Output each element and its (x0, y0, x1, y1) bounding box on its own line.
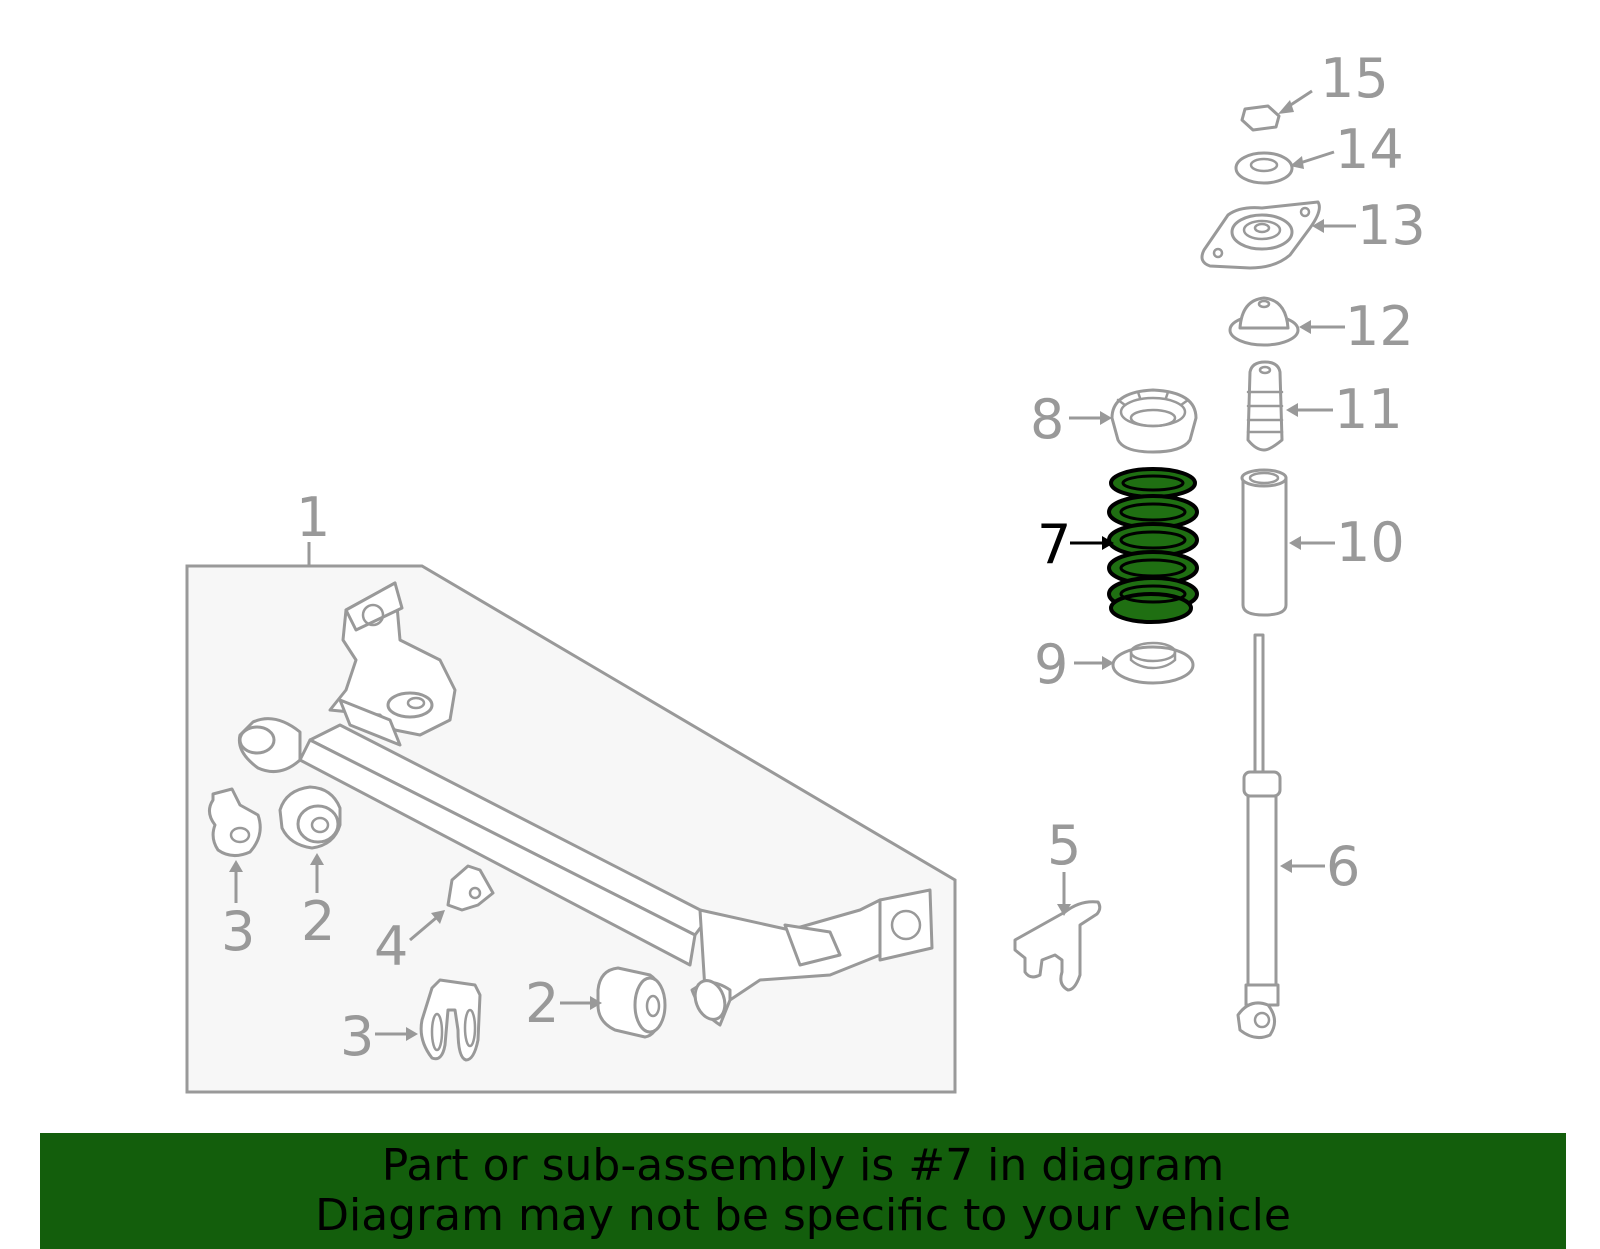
part-2-bushing-lower[interactable] (596, 966, 667, 1039)
part-5-bracket[interactable] (1013, 900, 1102, 992)
callout-2-lower[interactable]: 2 (525, 972, 559, 1035)
part-12-bump-cap[interactable] (1228, 296, 1300, 347)
callout-15[interactable]: 15 (1320, 47, 1389, 110)
part-3-bracket-upper[interactable] (208, 787, 262, 857)
leader-lines (229, 89, 1356, 1041)
part-4-bracket[interactable] (446, 864, 495, 912)
banner-line-1: Part or sub-assembly is #7 in diagram (381, 1140, 1225, 1191)
part-3-bracket-lower[interactable] (419, 978, 482, 1062)
callout-2-upper[interactable]: 2 (301, 890, 335, 953)
callout-3-upper[interactable]: 3 (221, 900, 255, 963)
part-11-bump-stop[interactable] (1246, 360, 1284, 452)
part-8-upper-spring-seat[interactable] (1110, 388, 1198, 454)
banner-line-2: Diagram may not be specific to your vehi… (315, 1190, 1291, 1241)
callout-9[interactable]: 9 (1034, 633, 1068, 696)
callout-10[interactable]: 10 (1336, 511, 1405, 574)
callout-7[interactable]: 7 (1037, 513, 1071, 576)
part-9-lower-spring-seat[interactable] (1111, 641, 1195, 685)
callout-14[interactable]: 14 (1335, 118, 1404, 181)
callout-13[interactable]: 13 (1357, 194, 1426, 257)
part-6-shock-absorber[interactable] (1236, 633, 1282, 1040)
part-10-dust-boot[interactable] (1240, 468, 1288, 617)
part-13-strut-mount[interactable] (1200, 200, 1321, 270)
callout-6[interactable]: 6 (1326, 835, 1360, 898)
rear-axle-beam[interactable] (237, 581, 934, 1027)
callout-4[interactable]: 4 (374, 915, 408, 978)
part-2-bushing-upper[interactable] (278, 785, 342, 850)
callout-5[interactable]: 5 (1047, 814, 1081, 877)
part-14-washer[interactable] (1234, 151, 1294, 185)
part-7-coil-spring[interactable] (1107, 467, 1199, 624)
callout-numbers: 1 2 2 3 3 4 5 6 7 8 9 10 11 12 13 14 15 (221, 47, 1426, 1068)
callout-1[interactable]: 1 (296, 486, 330, 549)
callout-12[interactable]: 12 (1345, 295, 1414, 358)
callout-8[interactable]: 8 (1030, 388, 1064, 451)
callout-11[interactable]: 11 (1334, 378, 1403, 441)
part-15-nut[interactable] (1240, 104, 1281, 132)
info-banner: Part or sub-assembly is #7 in diagram Di… (40, 1133, 1566, 1249)
callout-3-lower[interactable]: 3 (340, 1005, 374, 1068)
